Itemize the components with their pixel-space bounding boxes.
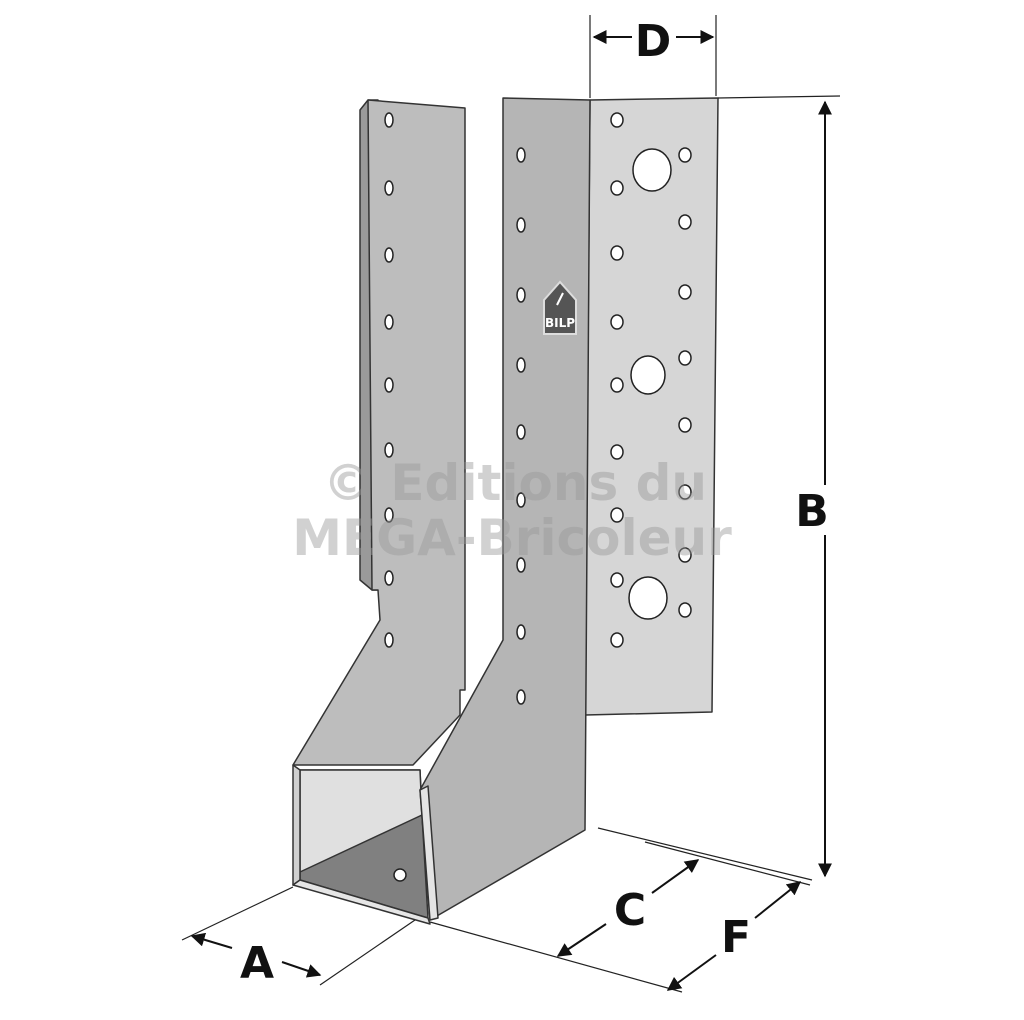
label-c: C [614,885,646,936]
watermark-line2: MEGA-Bricoleur [292,509,732,567]
nail-hole [384,112,394,128]
nail-hole [610,572,624,588]
label-a: A [240,938,274,989]
nail-hole [610,245,624,261]
nail-hole [516,689,526,705]
label-f: F [721,912,751,963]
nail-hole [610,632,624,648]
nail-hole [628,576,668,620]
left-wall [292,764,301,886]
nail-hole [678,417,692,433]
nail-hole [384,507,394,523]
bilp-logo: BILP [543,280,577,335]
nail-hole [678,214,692,230]
nail-hole [678,147,692,163]
nail-hole [678,547,692,563]
nail-hole [678,284,692,300]
label-b: B [795,486,829,537]
nail-hole [678,350,692,366]
nail-hole [610,444,624,460]
label-d: D [635,16,672,67]
nail-hole [516,424,526,440]
nail-hole [516,492,526,508]
nail-hole [678,484,692,500]
nail-hole [610,377,624,393]
nail-hole [516,287,526,303]
nail-hole [384,247,394,263]
nail-hole [516,557,526,573]
nail-hole [516,357,526,373]
left-side-plate [292,99,466,766]
nail-hole [384,442,394,458]
nail-hole [384,632,394,648]
nail-hole [610,112,624,128]
nail-hole [632,148,672,192]
nail-hole [630,355,666,395]
nail-hole [610,180,624,196]
watermark-line1: © Editions du [323,454,707,512]
nail-hole [610,507,624,523]
nail-hole [678,602,692,618]
nail-hole [384,180,394,196]
dimension-lines [181,15,841,993]
nail-hole [516,624,526,640]
svg-text:BILP: BILP [545,316,575,330]
nail-hole [384,377,394,393]
nail-hole [384,314,394,330]
nail-hole [610,314,624,330]
nail-hole [516,217,526,233]
nail-hole [516,147,526,163]
nail-hole [384,570,394,586]
